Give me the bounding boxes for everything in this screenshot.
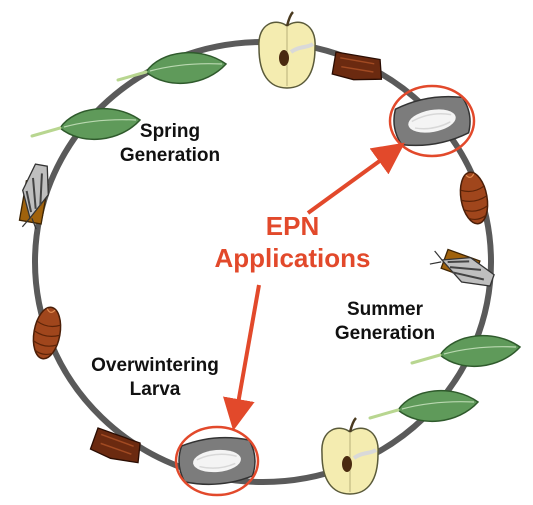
epn-target-circle xyxy=(174,425,260,497)
leaf-icon xyxy=(368,389,480,423)
apple-half-icon xyxy=(256,10,318,90)
overwinter-label-line1: Overwintering xyxy=(91,355,219,376)
spring-label-line2: Generation xyxy=(119,145,221,166)
cocoon-icon xyxy=(389,91,475,151)
epn-arrow-to-overwinter-cocoon xyxy=(223,284,261,431)
overwinter-label-line2: Larva xyxy=(129,379,181,400)
overwintering-larva-label: Overwintering Larva xyxy=(60,354,250,402)
apple-half-icon xyxy=(319,416,381,496)
epn-applications-label: EPN Applications xyxy=(205,210,380,274)
pupa-icon xyxy=(28,304,66,362)
summer-generation-label: Summer Generation xyxy=(320,298,450,346)
summer-label-line2: Generation xyxy=(334,323,436,344)
moth-icon xyxy=(426,244,498,293)
epn-target-circle xyxy=(388,84,476,158)
spring-label-line1: Spring xyxy=(139,121,201,142)
epn-label-line1: EPN xyxy=(265,211,320,241)
epn-arrow-to-summer-cocoon xyxy=(306,142,405,215)
summer-label-line1: Summer xyxy=(346,299,424,320)
spring-generation-label: Spring Generation xyxy=(100,120,240,168)
cocoon-icon xyxy=(176,434,258,488)
moth-icon xyxy=(15,161,55,232)
epn-label-line2: Applications xyxy=(214,243,371,273)
